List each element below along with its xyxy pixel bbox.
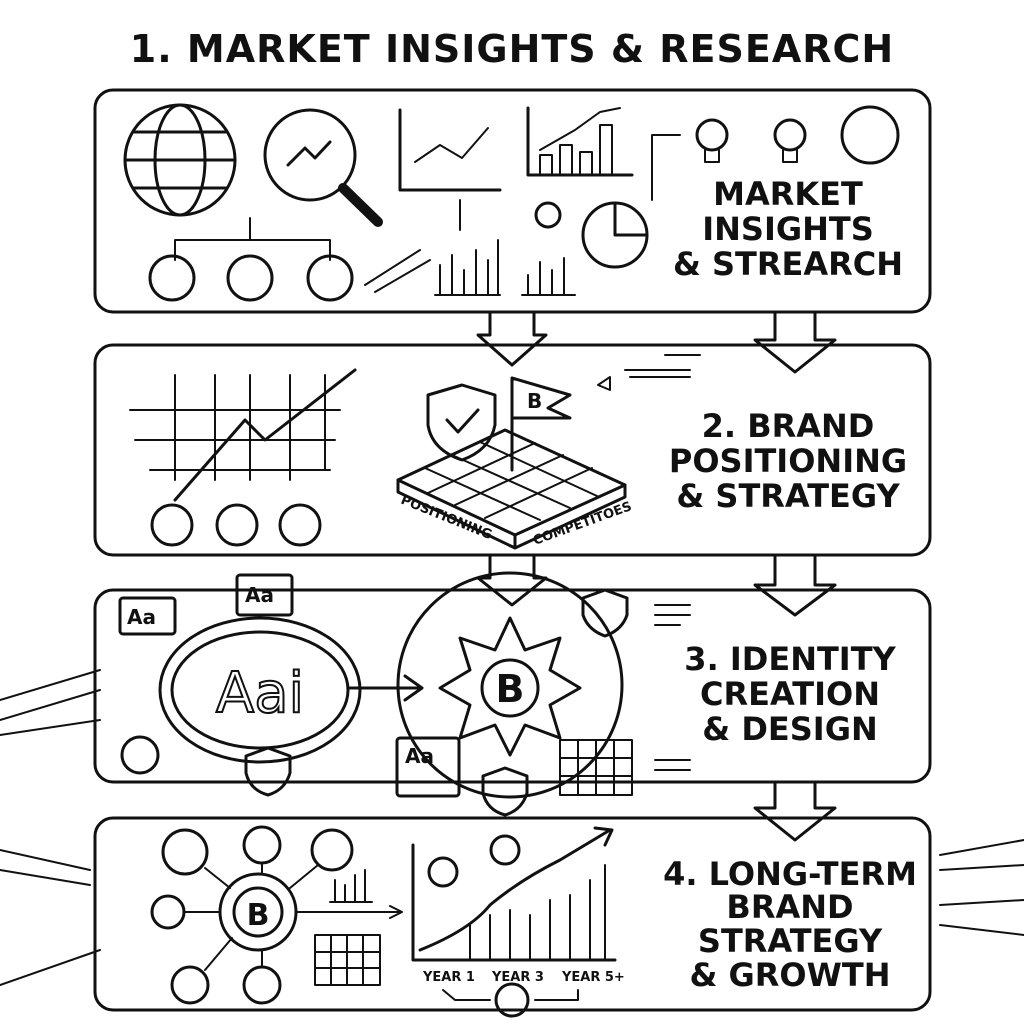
bar-chart-icon [526,106,634,177]
brand-letter: B [496,667,525,711]
shield-check-icon [481,766,529,817]
team-icon [840,105,900,165]
shield-check-icon [581,588,629,638]
panel-1-label: INSIGHTS [702,210,874,248]
line-chart-icon [398,108,502,192]
pie-chart-icon [581,201,649,269]
growth-chart-icon [150,503,194,547]
map-label-competitors: COMPETITOES [531,499,634,549]
panel-brand-positioning: B POSITIONING COMPETITOES 2. BRAND POSIT… [93,343,932,557]
flow-arrows [476,310,837,842]
panel-4-label: STRATEGY [698,922,883,960]
type-sample-text: Aa [245,583,274,607]
decorative-lines [0,604,691,771]
panel-1-label: & STREARCH [673,245,903,283]
panel-3-label: & DESIGN [702,710,877,748]
lightbulb-icon [773,118,807,163]
search-icon [278,503,322,547]
type-sample-card [118,596,177,636]
decorative-lines [597,354,701,391]
brand-network: B [150,825,403,1005]
type-sample-text: Aa [405,744,434,768]
connector-line [651,134,681,201]
shield-check-icon [426,383,497,462]
panel-3-label: 3. IDENTITY [684,640,896,678]
bar-chart-icon [434,239,501,296]
main-title: 1. MARKET INSIGHTS & RESEARCH [130,27,894,71]
panel-2-label: & STRATEGY [676,477,900,515]
team-icon [226,254,274,302]
positioning-map: B POSITIONING COMPETITOES [396,376,634,550]
typography-sample-large: Aai [216,661,304,726]
growth-chart-icon [148,254,196,302]
brand-letter: B [247,898,270,933]
team-icon [215,503,259,547]
panel-4-label: BRAND [726,888,853,926]
type-sample-text: Aa [127,605,156,629]
year-label: YEAR 3 [491,970,544,985]
type-sample-card [235,573,294,617]
shield-check-icon [244,746,292,797]
panel-1-label: MARKET [713,175,863,213]
bar-chart-icon [521,257,576,296]
panel-4-label: & GROWTH [689,956,890,994]
color-palette-grid [559,739,633,796]
globe-icon [123,103,237,217]
search-icon [306,254,354,302]
panel-4-label: 4. LONG-TERM [663,855,917,893]
brand-logo-starburst: B [396,571,624,799]
growth-chart: YEAR 1 YEAR 3 YEAR 5+ [411,826,625,1018]
panel-market-insights: MARKET INSIGHTS & STREARCH [93,88,932,314]
decorative-lines [0,839,1024,986]
arrow-icon [348,674,424,702]
target-icon [120,735,160,775]
year-label: YEAR 1 [422,970,475,985]
lightbulb-icon [695,118,729,163]
panel-2-label: POSITIONING [669,442,907,480]
year-label: YEAR 5+ [561,970,625,985]
magnifier-trend-icon [263,108,383,227]
target-icon [427,856,459,888]
growth-chart-icon [494,982,530,1018]
panel-2-label: 2. BRAND [702,407,875,445]
type-sample-card [395,736,461,798]
panel-long-term-growth: B YEAR 1 YEAR 3 YEAR 5+ 4. LONG-TERM BRA… [0,816,1024,1018]
panel-3-label: CREATION [700,675,880,713]
flag-letter: B [527,389,542,413]
typography-ring [170,630,350,750]
panel-identity-creation: Aa Aa Aai B Aa 3. IDENTITY CREATION & DE… [0,571,932,817]
flag-icon [510,376,572,472]
decorative-lines [364,199,461,293]
connector-lines [174,217,331,261]
lightbulb-icon [489,834,521,866]
lightbulb-icon [534,201,562,229]
grid-chart-icon [129,368,357,502]
